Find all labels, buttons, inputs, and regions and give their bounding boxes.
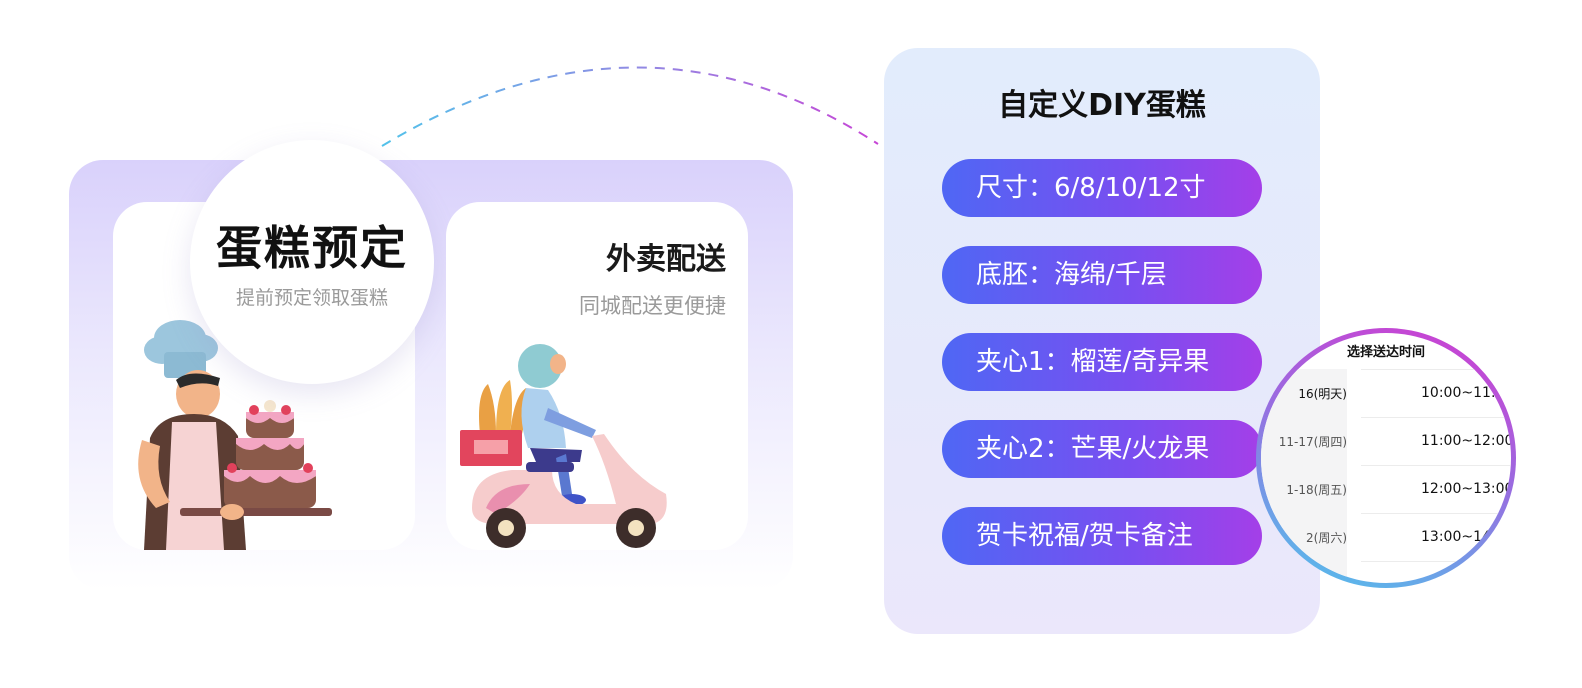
time-slot[interactable]: 12:00~13:00	[1421, 481, 1511, 497]
time-slot[interactable]: 11:00~12:00	[1421, 433, 1511, 449]
time-picker-title: 选择送达时间	[1346, 345, 1425, 360]
divider	[1361, 513, 1511, 514]
delivery-title: 外卖配送	[606, 242, 726, 277]
scooter-delivery-illustration	[460, 344, 667, 548]
option-greeting-card-pill[interactable]: 贺卡祝福/贺卡备注	[942, 507, 1262, 565]
chef-with-cake-illustration	[138, 320, 332, 550]
diy-title: 自定义DIY蛋糕	[998, 88, 1206, 123]
cake-booking-subtitle: 提前预定领取蛋糕	[235, 287, 388, 309]
delivery-subtitle: 同城配送更便捷	[579, 294, 726, 318]
cake-booking-title: 蛋糕预定	[216, 221, 408, 275]
option-base-pill[interactable]: 底胚：海绵/千层	[942, 246, 1262, 304]
divider	[1361, 417, 1511, 418]
cake-booking-bubble	[190, 140, 434, 384]
option-filling2-pill[interactable]: 夹心2：芒果/火龙果	[942, 420, 1262, 478]
option-size-pill[interactable]: 尺寸：6/8/10/12寸	[942, 159, 1262, 217]
divider	[1361, 465, 1511, 466]
time-slot[interactable]: 10:00~11:0	[1421, 385, 1505, 401]
date-option[interactable]: 1-18(周五)	[1286, 483, 1347, 497]
time-picker-lens: 选择送达时间 16(明天) 11-17(周四) 1-18(周五) 2(周六) 1…	[1261, 333, 1511, 583]
divider	[1361, 369, 1511, 370]
time-slot[interactable]: 13:00~14:	[1421, 529, 1496, 545]
divider	[1361, 561, 1511, 562]
date-option[interactable]: 2(周六)	[1306, 531, 1347, 545]
date-column	[1261, 369, 1347, 583]
date-option[interactable]: 11-17(周四)	[1278, 435, 1347, 449]
date-option[interactable]: 16(明天)	[1298, 387, 1347, 401]
option-filling1-pill[interactable]: 夹心1：榴莲/奇异果	[942, 333, 1262, 391]
